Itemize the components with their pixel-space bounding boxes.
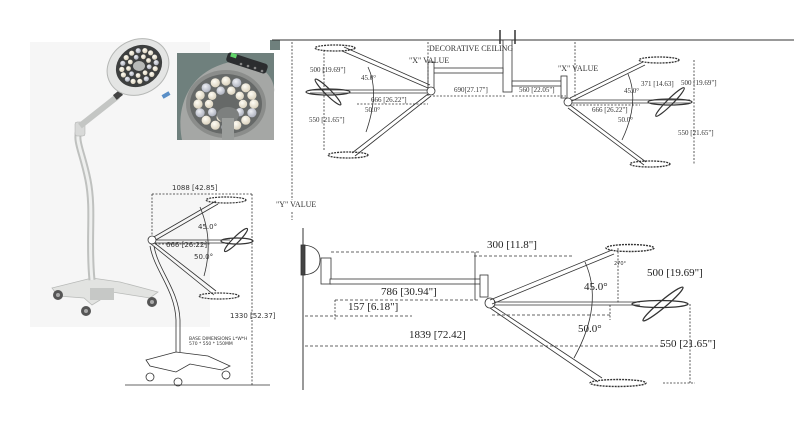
led-bulb bbox=[146, 64, 152, 70]
led-bulb bbox=[204, 99, 214, 109]
led-bulb bbox=[247, 90, 257, 100]
led-bulb bbox=[152, 66, 158, 72]
ceiling-view-drawing bbox=[272, 30, 794, 220]
wall-bracket-label: 157 [6.18"] bbox=[348, 301, 399, 313]
wall-view-drawing bbox=[300, 228, 695, 390]
left-angle-down-label: 50.0° bbox=[365, 106, 381, 114]
led-bulb bbox=[137, 78, 143, 84]
led-bulb bbox=[216, 86, 225, 95]
led-bulb bbox=[142, 70, 148, 76]
led-bulb bbox=[123, 55, 129, 61]
led-bulb bbox=[129, 71, 135, 77]
base-note-line1: BASE DIMENSIONS L*W*H bbox=[189, 337, 248, 342]
side-width-label: 1088 [42.85] bbox=[172, 184, 218, 192]
right-angle-down-label: 50.0° bbox=[618, 116, 634, 124]
decorative-ceiling-label: DECORATIVE CEILING bbox=[429, 44, 514, 53]
left-angle-up-label: 45.0° bbox=[361, 74, 377, 82]
inset-led-array bbox=[193, 76, 259, 132]
led-bulb bbox=[201, 83, 211, 93]
led-bulb bbox=[201, 115, 211, 125]
led-bulb bbox=[210, 78, 220, 88]
led-bulb bbox=[232, 78, 242, 88]
y-value-label: "Y" VALUE bbox=[276, 200, 317, 209]
side-height-label: 1330 [52.37] bbox=[230, 312, 276, 320]
wall-up-label: 500 [19.69"] bbox=[647, 267, 703, 279]
led-bulb bbox=[146, 58, 151, 63]
display-indicator bbox=[230, 52, 238, 59]
wall-rotation-label: 270° bbox=[614, 261, 627, 267]
led-bulb bbox=[126, 66, 131, 71]
right-down-label: 550 [21.65"] bbox=[678, 129, 714, 137]
base-dimensions-note: BASE DIMENSIONS L*W*H 570 * 550 * 150MM bbox=[189, 337, 247, 348]
led-bulb bbox=[195, 90, 205, 100]
led-bulb bbox=[227, 86, 236, 95]
right-angle-up-label: 45.0° bbox=[624, 87, 640, 95]
side-angle-up-label: 45.0° bbox=[198, 223, 218, 231]
led-bulb bbox=[221, 76, 231, 86]
led-bulb bbox=[119, 66, 125, 72]
led-bulb bbox=[124, 76, 130, 82]
handle-accent bbox=[161, 91, 171, 99]
wall-drop-label: 300 [11.8"] bbox=[487, 239, 537, 251]
led-bulb bbox=[120, 72, 126, 78]
led-bulb bbox=[249, 99, 259, 109]
led-bulb bbox=[149, 71, 155, 77]
center-left-arm-label: 690[27.17"] bbox=[454, 86, 488, 94]
wall-total-label: 1839 [72.42] bbox=[409, 329, 466, 341]
left-down-label: 550 [21.65"] bbox=[309, 116, 345, 124]
led-bulb bbox=[141, 54, 146, 60]
x-value-right-label: "X" VALUE bbox=[558, 64, 599, 73]
wall-down-label: 550 [21.65"] bbox=[660, 338, 716, 350]
led-bulb bbox=[247, 108, 257, 118]
led-bulb bbox=[152, 54, 158, 60]
led-bulb bbox=[238, 99, 248, 109]
led-bulb bbox=[241, 83, 251, 93]
led-bulb bbox=[135, 48, 141, 54]
x-value-left-label: "X" VALUE bbox=[409, 56, 450, 65]
led-bulb bbox=[210, 120, 220, 130]
led-bulb bbox=[129, 50, 135, 56]
side-arm-label: 666 [26.22] bbox=[166, 241, 208, 249]
lamp-base-box bbox=[90, 288, 114, 300]
led-bulb bbox=[235, 91, 244, 101]
led-bulb bbox=[130, 78, 136, 84]
right-offset-label: 371 [14.63] bbox=[641, 80, 674, 88]
wall-angle-up-label: 45.0° bbox=[584, 281, 608, 293]
side-angle-down-label: 50.0° bbox=[194, 253, 214, 261]
control-panel bbox=[226, 52, 268, 74]
side-view-drawing bbox=[125, 193, 270, 387]
led-bulb bbox=[143, 76, 149, 82]
led-bulb bbox=[133, 54, 139, 60]
led-bulb bbox=[127, 59, 133, 65]
right-arm-label: 666 [26.22"] bbox=[592, 106, 628, 114]
led-bulb bbox=[232, 120, 242, 130]
right-up-label: 500 [19.69"] bbox=[681, 79, 717, 87]
led-bulb bbox=[142, 48, 148, 54]
center-right-arm-label: 560 [22.05"] bbox=[519, 86, 555, 94]
lamp-arm bbox=[78, 93, 120, 129]
led-bulb bbox=[135, 73, 141, 78]
lamp-closeup-inset bbox=[177, 40, 280, 140]
led-array bbox=[119, 48, 159, 84]
mobile-lamp-photo bbox=[51, 38, 171, 316]
led-bulb bbox=[148, 50, 154, 56]
led-bulb bbox=[241, 115, 251, 125]
wall-arm-label: 786 [30.94"] bbox=[381, 286, 437, 298]
wall-angle-down-label: 50.0° bbox=[578, 323, 602, 335]
left-arm-label: 666 [26.22"] bbox=[371, 96, 407, 104]
led-bulb bbox=[195, 108, 205, 118]
led-bulb bbox=[208, 91, 217, 101]
left-up-label: 500 [19.69"] bbox=[310, 66, 346, 74]
led-bulb bbox=[153, 60, 159, 66]
led-bulb bbox=[193, 99, 203, 109]
led-bulb bbox=[208, 108, 217, 117]
led-bulb bbox=[120, 60, 126, 66]
base-note-line2: 570 * 550 * 150MM bbox=[189, 342, 233, 348]
